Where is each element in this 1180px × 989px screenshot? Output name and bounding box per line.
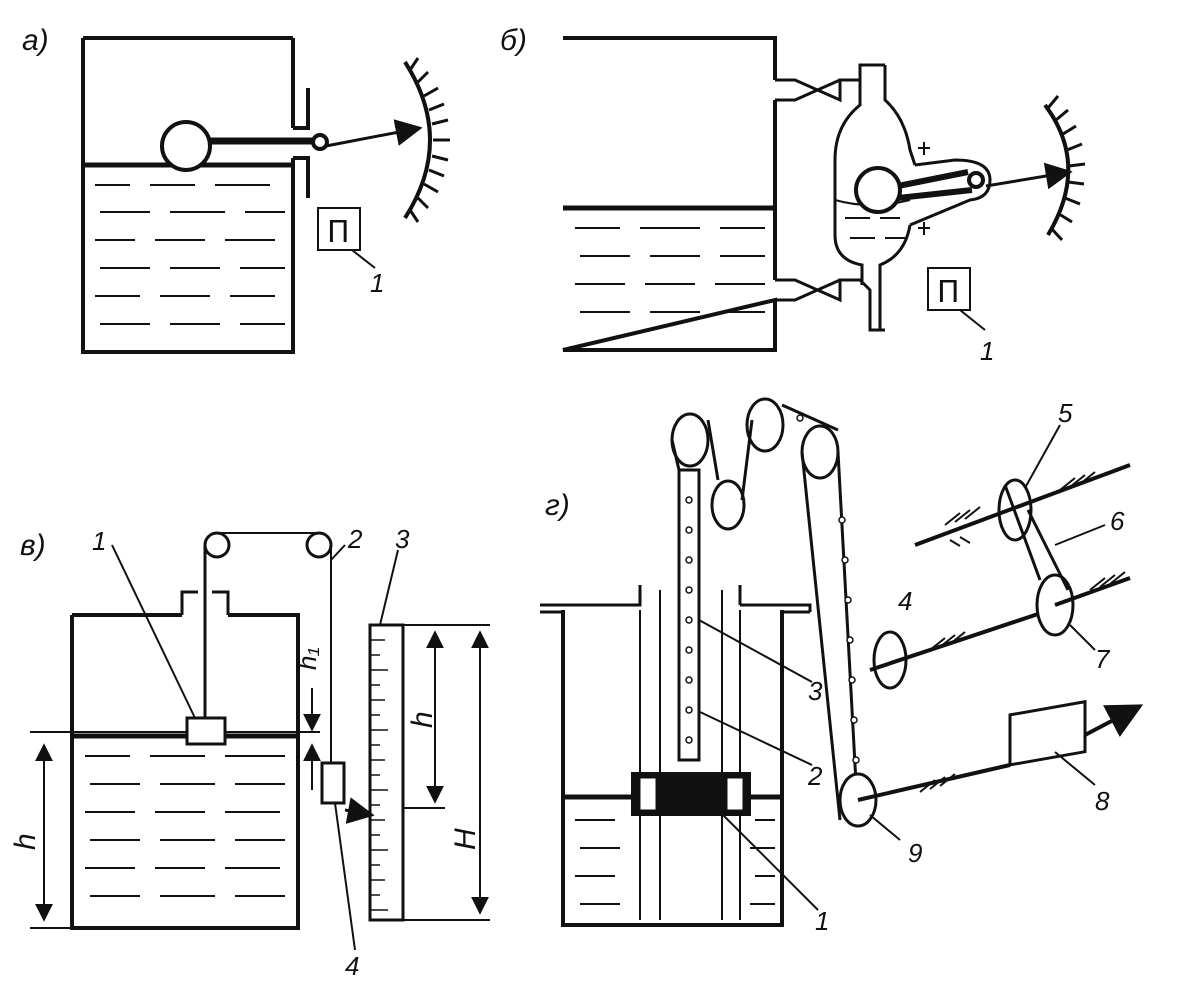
dim-H-scale-v: H <box>449 828 482 850</box>
callout-v-4: 4 <box>345 951 359 981</box>
float-ball-b <box>854 166 902 214</box>
callout-v-3: 3 <box>395 524 410 554</box>
callout-g-4: 4 <box>898 586 912 616</box>
pulley-g-top-center <box>745 397 785 453</box>
unit-g-8 <box>1008 699 1087 767</box>
pulley-left-v <box>203 531 231 559</box>
liquid-hatch-a <box>95 184 285 325</box>
perforated-tape-g <box>677 468 701 762</box>
shaft-g-8 <box>857 763 1011 802</box>
tank-b <box>562 36 777 352</box>
scale-v <box>368 623 405 922</box>
callout-v-2: 2 <box>347 524 363 554</box>
panel-g: г) <box>540 397 1144 936</box>
lower-valve-b <box>775 278 885 332</box>
callout-g-9: 9 <box>908 838 922 868</box>
panel-g-label: г) <box>545 489 570 522</box>
scale-b <box>1043 103 1071 237</box>
callout-a-1: 1 <box>370 268 384 298</box>
float-chamber-b <box>833 65 917 330</box>
tank-a <box>81 38 295 354</box>
pulley-g-mid <box>710 479 746 531</box>
callout-b-1: 1 <box>980 336 994 366</box>
shaft-g-5 <box>914 463 1131 547</box>
pointer-a <box>325 119 423 148</box>
callout-g-2: 2 <box>807 761 823 791</box>
callout-g-6: 6 <box>1110 506 1125 536</box>
liquid-hatch-v <box>85 755 285 897</box>
pulley-right-v <box>305 531 333 559</box>
dim-h1-v: h₁ <box>292 647 322 670</box>
transducer-box-a <box>317 207 361 251</box>
liquid-hatch-b <box>575 227 765 313</box>
dim-h-scale-v: h <box>406 711 439 728</box>
pivot-b <box>967 171 985 189</box>
belt-g-6 <box>1003 484 1070 591</box>
callout-g-7: 7 <box>1095 644 1111 674</box>
callout-v-1: 1 <box>92 526 106 556</box>
counterweight-v <box>320 761 346 805</box>
transducer-symbol-b: П <box>937 275 960 310</box>
float-v <box>185 716 227 746</box>
panel-a: а) П 1 <box>22 24 450 354</box>
panel-b: б) П <box>500 24 1086 366</box>
pivot-a <box>311 133 329 151</box>
pulley-g-top-right <box>800 424 840 480</box>
callout-g-1: 1 <box>815 906 829 936</box>
transducer-symbol-a: П <box>327 215 350 250</box>
callout-g-3: 3 <box>808 676 823 706</box>
callout-g-8: 8 <box>1095 786 1110 816</box>
shaft-g-4 <box>869 608 1051 672</box>
liquid-hatch-g <box>575 819 775 905</box>
float-ball-a <box>160 120 212 172</box>
pointer-b <box>985 162 1073 190</box>
transducer-box-b <box>927 267 971 311</box>
tank-v <box>70 613 300 930</box>
callout-g-5: 5 <box>1058 398 1073 428</box>
panel-v: в) h₁ h <box>9 524 490 981</box>
dim-h-left-v: h <box>9 833 42 850</box>
upper-valve-b <box>775 63 885 103</box>
panel-v-label: в) <box>20 529 46 562</box>
panel-a-label: а) <box>22 24 49 57</box>
tank-g <box>561 610 784 927</box>
panel-b-label: б) <box>500 24 527 57</box>
scale-a <box>403 60 432 220</box>
